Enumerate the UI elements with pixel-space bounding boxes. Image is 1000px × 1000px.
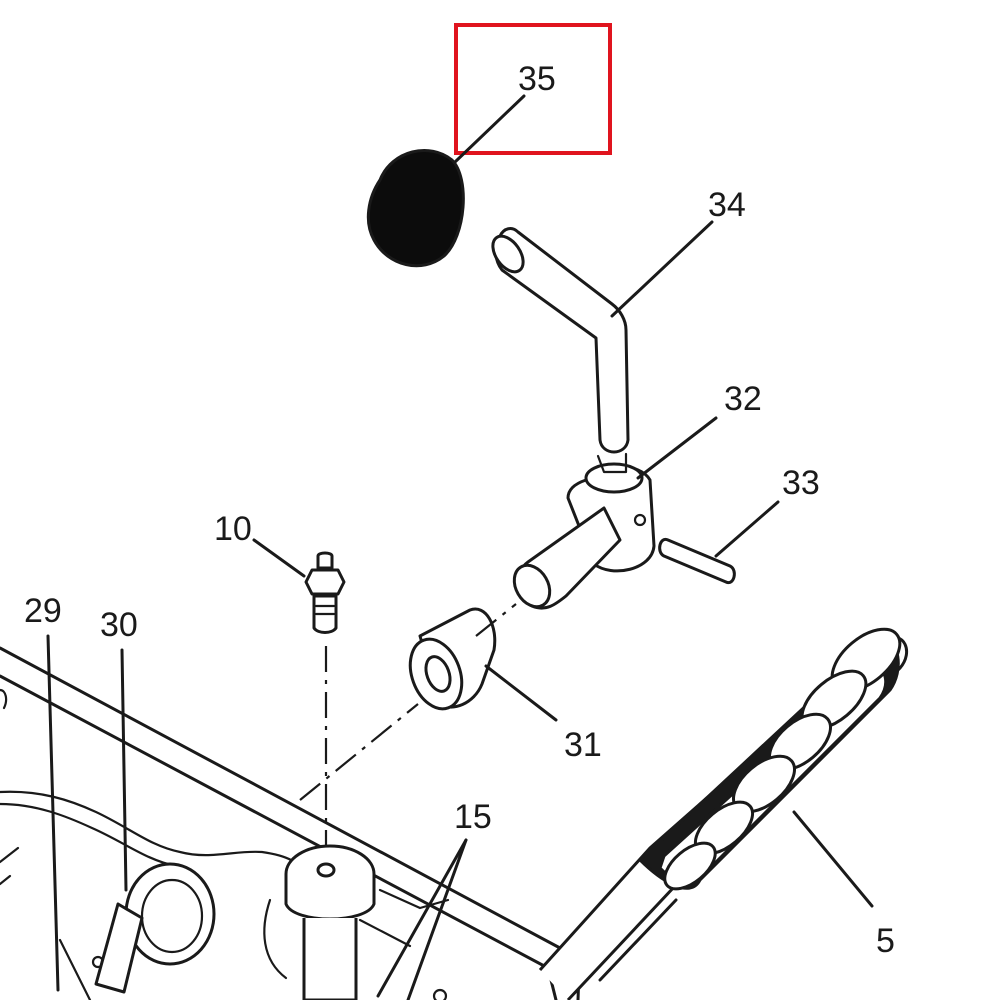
- part-31-bushing[interactable]: [401, 607, 497, 716]
- label-33: 33: [782, 464, 820, 502]
- leader-10: [252, 538, 306, 578]
- assembly-axis-shaft: [475, 603, 517, 637]
- leader-5: [792, 810, 874, 908]
- hub-assembly: [263, 844, 376, 1000]
- label-34: 34: [708, 186, 746, 224]
- leader-34: [610, 220, 714, 318]
- label-35: 35: [518, 60, 556, 98]
- leader-29: [46, 634, 60, 992]
- leader-31: [484, 664, 558, 722]
- label-29: 29: [24, 592, 62, 630]
- leader-15-a: [406, 838, 468, 1000]
- assembly-axis-diagonal: [299, 703, 419, 801]
- part-32-collar[interactable]: [507, 452, 656, 613]
- partial-edge-mark: [0, 688, 8, 710]
- part-35-knob[interactable]: [366, 149, 465, 268]
- part-10-grease-fitting[interactable]: [304, 551, 346, 634]
- spring-bracket: [0, 846, 216, 1000]
- label-5: 5: [876, 922, 895, 960]
- label-32: 32: [724, 380, 762, 418]
- auger-flights: [663, 627, 902, 891]
- part-5-auger-shaft[interactable]: [538, 617, 911, 1000]
- label-15: 15: [454, 798, 492, 836]
- label-31: 31: [564, 726, 602, 764]
- part-34-lever-rod[interactable]: [487, 227, 630, 454]
- leader-35: [453, 94, 526, 164]
- frame-plate: [0, 646, 582, 1000]
- leader-15-b: [376, 838, 468, 998]
- label-30: 30: [100, 606, 138, 644]
- part-33-pin[interactable]: [658, 537, 736, 585]
- leader-30: [120, 648, 128, 892]
- highlight-box-part-35[interactable]: [454, 23, 612, 155]
- leader-33: [714, 500, 780, 558]
- label-10: 10: [214, 510, 252, 548]
- leader-32: [636, 416, 718, 480]
